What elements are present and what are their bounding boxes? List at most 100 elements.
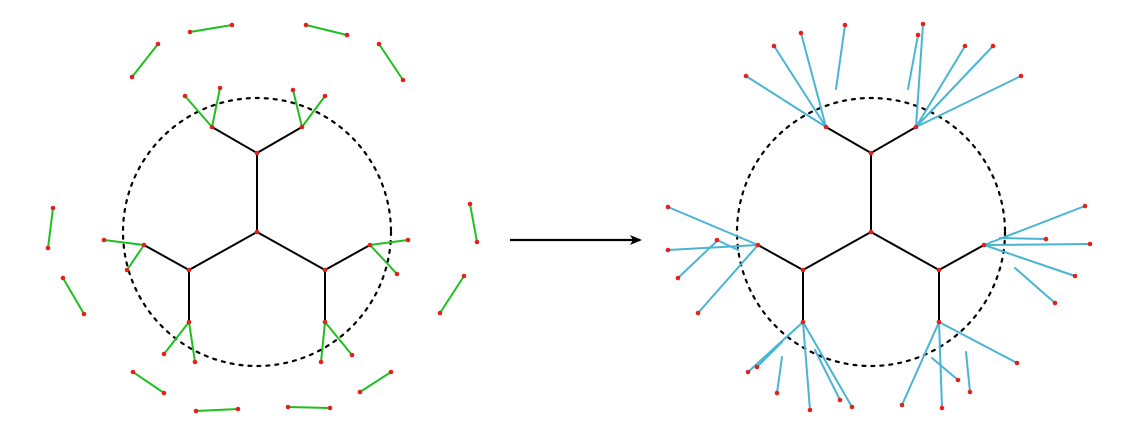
segment-endpoint (155, 41, 161, 47)
segment-endpoint (405, 237, 411, 243)
segment-endpoint (182, 93, 188, 99)
segment-endpoint (990, 43, 996, 49)
segment-endpoint (745, 369, 751, 375)
tree-edge (802, 231, 872, 271)
blue-segment (697, 244, 759, 314)
green-segment (469, 203, 478, 243)
green-segment (103, 239, 145, 246)
segment-endpoint (798, 30, 804, 36)
segment-endpoint (81, 311, 87, 317)
tree-leaf-node (981, 242, 987, 248)
segment-endpoint (837, 397, 843, 403)
segment-endpoint (967, 389, 973, 395)
blue-segment (667, 244, 759, 251)
tree-node (868, 150, 874, 156)
segment-endpoint (962, 43, 968, 49)
blue-segment (745, 75, 827, 128)
segment-endpoint (842, 22, 848, 28)
blue-segment (716, 239, 739, 251)
tree-node (254, 150, 260, 156)
tree-leaf-node (936, 319, 942, 325)
tree-node (868, 229, 874, 235)
segment-endpoint (400, 77, 406, 83)
segment-endpoint (344, 32, 350, 38)
segment-endpoint (229, 22, 235, 28)
segment-endpoint (60, 275, 66, 281)
tree-node (800, 267, 806, 273)
blue-segment (776, 356, 783, 394)
segment-endpoint (388, 369, 394, 375)
green-segment (163, 321, 190, 355)
tree-edge (825, 126, 872, 154)
segment-endpoint (50, 205, 56, 211)
green-segment (439, 275, 465, 314)
tree-node (936, 267, 942, 273)
green-segment (189, 24, 233, 33)
segment-endpoint (743, 73, 749, 79)
green-segment (126, 244, 145, 271)
blue-segment (677, 239, 719, 279)
green-segment (188, 321, 196, 363)
segment-endpoint (474, 239, 480, 245)
tree-leaf-node (823, 124, 829, 130)
tree-edge (324, 244, 371, 271)
segment-endpoint (675, 275, 681, 281)
segment-endpoint (124, 267, 130, 273)
segment-endpoint (665, 204, 671, 210)
segment-endpoint (915, 32, 921, 38)
segment-endpoint (318, 359, 324, 365)
green-segment (369, 239, 409, 246)
segment-endpoint (714, 237, 720, 243)
segment-endpoint (290, 87, 296, 93)
tree-edge (870, 126, 917, 154)
segment-endpoint (1072, 273, 1078, 279)
green-segment (292, 89, 303, 128)
segment-endpoint (939, 405, 945, 411)
blue-segment (983, 243, 1091, 246)
green-segment (324, 321, 353, 356)
blue-segment (814, 349, 841, 401)
dashed-circle (121, 96, 393, 368)
green-segment (369, 244, 398, 275)
segment-endpoint (130, 369, 136, 375)
segment-endpoint (285, 404, 291, 410)
segment-endpoint (1087, 241, 1093, 247)
green-segment (184, 95, 213, 128)
tree-edge (938, 244, 985, 271)
segment-endpoint (129, 74, 135, 80)
segment-endpoint (1018, 73, 1024, 79)
green-segment (287, 406, 331, 409)
green-segment (305, 24, 348, 36)
blue-segment (1014, 267, 1056, 304)
tree-edge (143, 244, 190, 271)
tree-node (322, 267, 328, 273)
segment-endpoint (899, 402, 905, 408)
segment-endpoint (101, 237, 107, 243)
green-segment (211, 87, 221, 128)
blue-segment (938, 321, 1018, 364)
segment-endpoint (920, 21, 926, 27)
segment-endpoint (1052, 300, 1058, 306)
blue-segment (907, 34, 919, 90)
segment-endpoint (235, 406, 241, 412)
blue-segment (773, 45, 827, 128)
blue-segment (915, 45, 966, 128)
segment-endpoint (1043, 236, 1049, 242)
segment-endpoint (437, 310, 443, 316)
green-segment (320, 321, 326, 363)
segment-endpoint (394, 271, 400, 277)
blue-segment (667, 206, 759, 246)
tree-edge (256, 231, 326, 271)
tree-edge (757, 244, 804, 271)
segment-endpoint (357, 389, 363, 395)
green-segment (131, 43, 159, 78)
tree-node (186, 267, 192, 273)
blue-segment (983, 244, 1076, 277)
tree-edge (211, 126, 258, 154)
green-segment (62, 277, 85, 315)
blue-segment (800, 32, 827, 128)
blue-segment (915, 45, 994, 128)
blue-segment (802, 321, 853, 408)
blue-segment (915, 23, 924, 128)
green-segment (132, 371, 165, 394)
